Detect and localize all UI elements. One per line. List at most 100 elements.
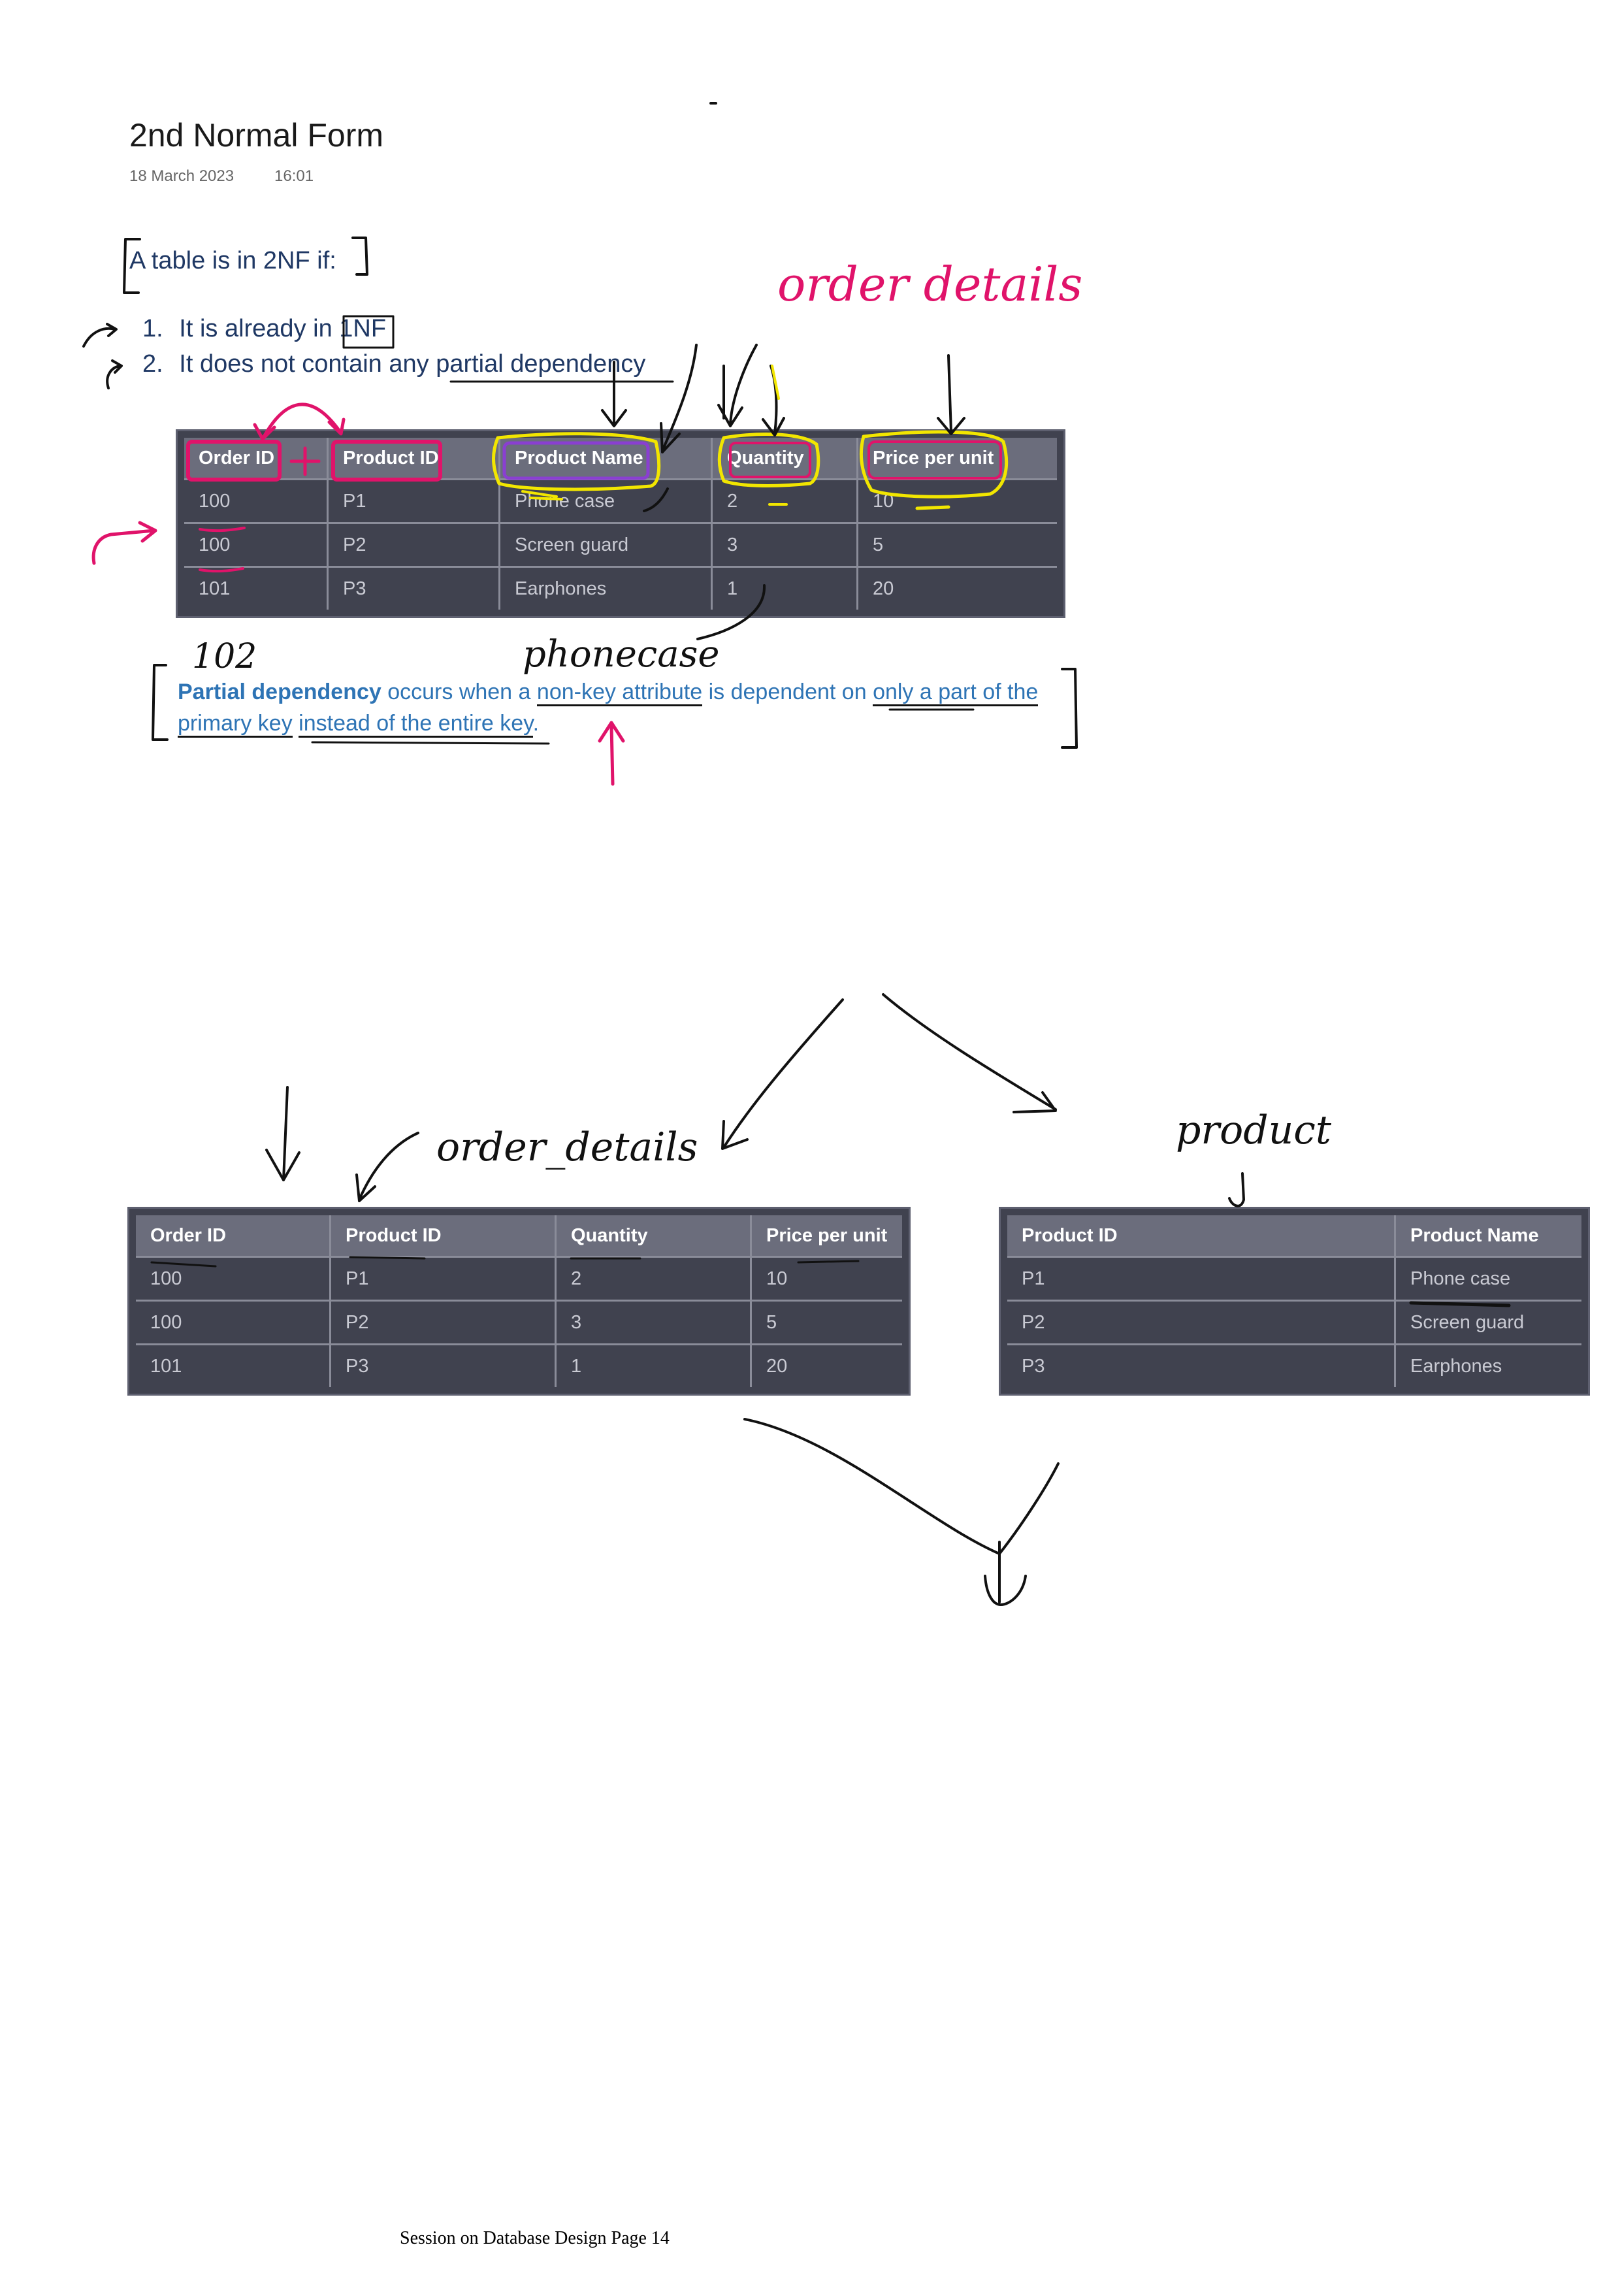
intro-text: A table is in 2NF if:	[129, 247, 336, 274]
down-arrow-stroke	[717, 344, 758, 427]
annotation-phonecase: phonecase	[523, 633, 719, 676]
table-cell: 3	[713, 522, 858, 566]
table-header-row: Order ID Product ID Quantity Price per u…	[136, 1215, 902, 1256]
annotation-102: 102	[192, 637, 257, 676]
col-header: Product ID	[331, 1215, 557, 1256]
col-header: Quantity	[713, 438, 858, 478]
table-header-row: Order ID Product ID Product Name Quantit…	[184, 438, 1057, 478]
table-cell: P2	[331, 1300, 557, 1343]
underline-stroke	[311, 741, 550, 745]
main-table: Order ID Product ID Product Name Quantit…	[176, 429, 1065, 618]
definition-text: occurs when a	[381, 680, 537, 704]
table-row: 100 P2 3 5	[136, 1300, 902, 1343]
bracket-stroke	[351, 237, 368, 276]
definition-term: Partial dependency	[178, 680, 381, 704]
table-cell: 101	[184, 566, 329, 610]
table-row: 101 P3 1 20	[136, 1343, 902, 1387]
table-cell: P3	[1007, 1343, 1396, 1387]
rule-2-text: It does not contain any partial dependen…	[179, 350, 646, 378]
curve-arrow-stroke	[355, 1132, 419, 1202]
table-cell: Screen guard	[500, 522, 713, 566]
split-arrow-right	[882, 993, 1057, 1113]
col-header: Quantity	[557, 1215, 752, 1256]
table-cell: Phone case	[500, 478, 713, 522]
table-row: P2 Screen guard	[1007, 1300, 1581, 1343]
table-cell: Phone case	[1396, 1256, 1581, 1300]
table-cell: 1	[557, 1343, 752, 1387]
table-row: P3 Earphones	[1007, 1343, 1581, 1387]
main-table-wrap: Order ID Product ID Product Name Quantit…	[176, 429, 1065, 618]
yellow-stroke	[771, 365, 780, 400]
table-cell: 20	[858, 566, 1057, 610]
split-arrow-left	[721, 998, 844, 1150]
table-cell: Earphones	[1396, 1343, 1581, 1387]
col-header: Price per unit	[858, 438, 1057, 478]
table-cell: P1	[331, 1256, 557, 1300]
down-arrow-stroke	[265, 1086, 300, 1181]
table-cell: 100	[136, 1300, 331, 1343]
small-arrow-stroke	[106, 359, 123, 389]
table-cell: 100	[184, 522, 329, 566]
definition-text: instead of the entire key	[299, 711, 533, 738]
table-cell: P1	[329, 478, 500, 522]
product-down-arrow	[1228, 1172, 1245, 1207]
definition-text: only a part of the primary key	[178, 680, 1039, 738]
page-date: 18 March 2023	[129, 167, 235, 185]
rule-2-number: 2.	[142, 350, 163, 378]
table-cell: 2	[557, 1256, 752, 1300]
page-time: 16:01	[274, 167, 314, 185]
table-cell: P2	[329, 522, 500, 566]
product-table-wrap: Product ID Product Name P1 Phone case P2…	[999, 1207, 1590, 1396]
small-arrow-stroke	[82, 323, 118, 348]
table-cell: 5	[858, 522, 1057, 566]
partial-dependency-definition: Partial dependency occurs when a non-key…	[178, 676, 1079, 739]
rule-1-text: It is already in 1NF	[179, 315, 387, 342]
annotation-product: product	[1176, 1107, 1332, 1153]
col-header: Product Name	[1396, 1215, 1581, 1256]
definition-text: non-key attribute	[536, 680, 703, 706]
col-header: Product Name	[500, 438, 713, 478]
table-cell: 10	[858, 478, 1057, 522]
table-cell: 3	[557, 1300, 752, 1343]
table-cell: 5	[752, 1300, 902, 1343]
table-row: P1 Phone case	[1007, 1256, 1581, 1300]
table-cell: Earphones	[500, 566, 713, 610]
annotation-order-details-top: order details	[777, 257, 1082, 312]
table-header-row: Product ID Product Name	[1007, 1215, 1581, 1256]
down-arrow-stroke	[937, 354, 965, 435]
page-footer: Session on Database Design Page 14	[400, 2228, 670, 2248]
rule-1: 1. It is already in 1NF	[142, 315, 386, 343]
page-title: 2nd Normal Form	[129, 117, 383, 154]
table-row: 100 P1 Phone case 2 10	[184, 478, 1057, 522]
table-cell: P2	[1007, 1300, 1396, 1343]
bracket-stroke	[152, 664, 169, 741]
order-details-table-wrap: Order ID Product ID Quantity Price per u…	[127, 1207, 911, 1396]
table-cell: 100	[136, 1256, 331, 1300]
pink-left-arrow	[91, 521, 157, 565]
col-header: Order ID	[136, 1215, 331, 1256]
definition-text	[293, 711, 299, 736]
table-cell: P1	[1007, 1256, 1396, 1300]
table-cell: Screen guard	[1396, 1300, 1581, 1343]
table-row: 100 P2 Screen guard 3 5	[184, 522, 1057, 566]
col-header: Price per unit	[752, 1215, 902, 1256]
down-arrow-stroke	[762, 365, 785, 436]
table-cell: 10	[752, 1256, 902, 1300]
definition-text: .	[532, 711, 540, 736]
merge-stroke	[743, 1418, 1060, 1555]
table-cell: P3	[329, 566, 500, 610]
annotation-order-details-bottom: order_details	[436, 1124, 698, 1170]
col-header: Order ID	[184, 438, 329, 478]
definition-text: is dependent on	[702, 680, 873, 704]
table-cell: 1	[713, 566, 858, 610]
table-cell: 100	[184, 478, 329, 522]
merge-down-arrow	[984, 1541, 1027, 1606]
table-row: 100 P1 2 10	[136, 1256, 902, 1300]
table-cell: 2	[713, 478, 858, 522]
table-cell: 101	[136, 1343, 331, 1387]
rule-2: 2. It does not contain any partial depen…	[142, 350, 645, 378]
col-header: Product ID	[1007, 1215, 1396, 1256]
rule-1-number: 1.	[142, 315, 163, 342]
col-header: Product ID	[329, 438, 500, 478]
